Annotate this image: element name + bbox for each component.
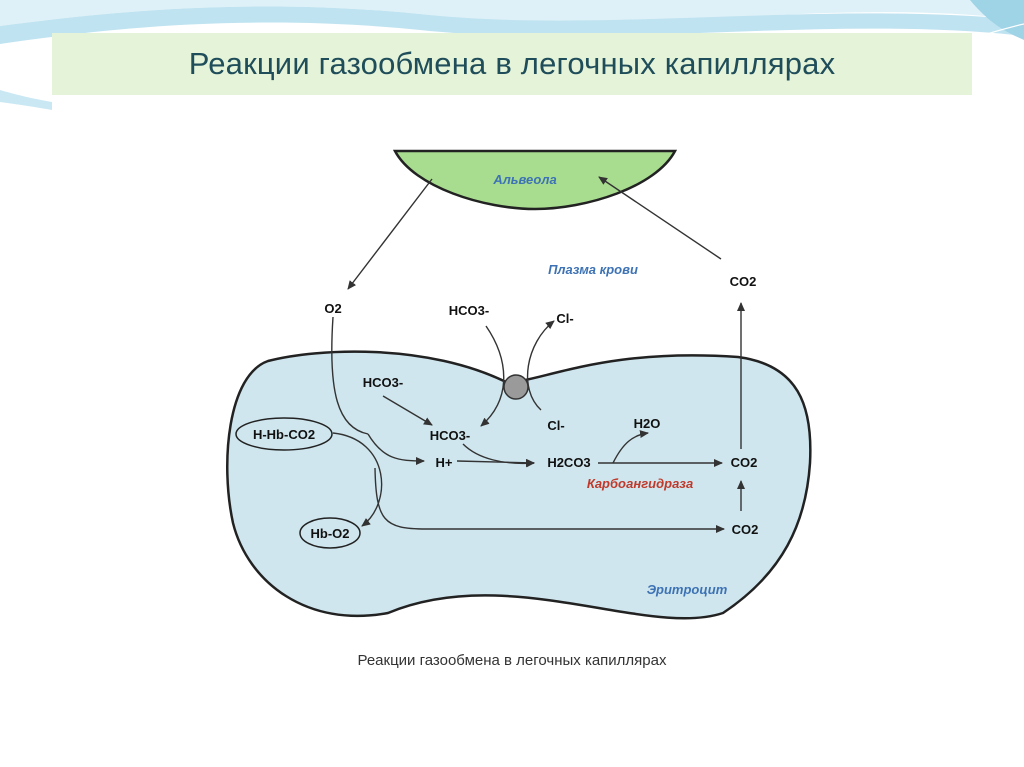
arrow-co2-to-alveola: [598, 176, 722, 260]
figure-caption: Реакции газообмена в легочных капиллярах: [357, 652, 667, 669]
alveola-label: Альвеола: [492, 172, 556, 187]
arrow-plasma-hco3-into-cell: [480, 325, 505, 427]
o2-plasma-label: O2: [324, 301, 341, 316]
gas-exchange-diagram: Альвеола O2 CO2 Плазма крови HCO3- Cl- C…: [178, 143, 846, 679]
cl-cell-label: Cl-: [547, 418, 564, 433]
co2-cell-lower-label: CO2: [732, 522, 759, 537]
diagram-canvas: Альвеола O2 CO2 Плазма крови HCO3- Cl- C…: [226, 149, 812, 669]
arrow-to-h2o: [612, 430, 649, 464]
h-hb-co2-label: H-Hb-CO2: [253, 427, 315, 442]
carbonic-anhydrase-label: Карбоангидраза: [587, 476, 693, 491]
co2-plasma-label: CO2: [730, 274, 757, 289]
erythrocyte-label: Эритроцит: [647, 582, 728, 597]
arrow-hco3-top-to-hco3: [382, 395, 433, 426]
arrow-alveola-to-o2: [347, 178, 433, 290]
arrow-o2-into-cell: [331, 316, 369, 435]
arrow-hhb-to-hbo2: [332, 432, 383, 527]
hco3-cell-label: HCO3-: [430, 428, 470, 443]
alveola-shape: [392, 149, 678, 211]
arrow-hplus-to-h2co3: [456, 458, 535, 467]
arrow-hco3-to-h2co3: [462, 443, 535, 468]
h-hb-co2-ellipse: [235, 417, 333, 451]
title-bar: Реакции газообмена в легочных капиллярах: [52, 33, 972, 95]
slide-title: Реакции газообмена в легочных капиллярах: [188, 46, 836, 81]
hb-o2-label: Hb-O2: [311, 526, 350, 541]
anion-exchanger-channel: [503, 374, 529, 400]
hb-o2-ellipse: [299, 517, 361, 549]
plasma-label: Плазма крови: [548, 262, 638, 277]
hco3-cell-top-label: HCO3-: [363, 375, 403, 390]
arrow-to-lower-co2: [374, 467, 725, 533]
arrow-to-h-plus: [367, 433, 425, 465]
h-plus-label: H+: [436, 455, 453, 470]
h2co3-label: H2CO3: [547, 455, 590, 470]
co2-cell-upper-label: CO2: [731, 455, 758, 470]
hco3-plasma-label: HCO3-: [449, 303, 489, 318]
arrow-cl-out-of-cell: [526, 320, 555, 411]
h2o-label: H2O: [634, 416, 661, 431]
cl-plasma-label: Cl-: [556, 311, 573, 326]
